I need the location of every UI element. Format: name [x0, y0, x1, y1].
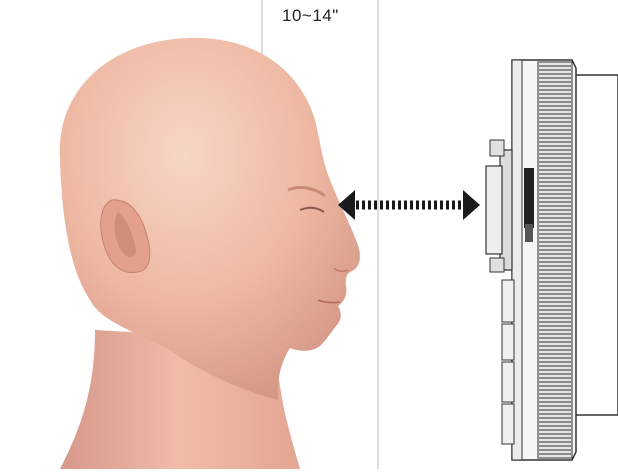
device-button — [502, 324, 514, 360]
double-headed-arrow-icon — [338, 190, 480, 220]
device-side-buttons — [502, 280, 514, 444]
device-button — [502, 362, 514, 402]
device-switch — [525, 224, 533, 242]
device-back-panel — [575, 75, 618, 415]
device-button — [502, 404, 514, 444]
arrow-head-right — [463, 190, 480, 220]
device-sensor-cap-bottom — [490, 258, 504, 272]
device-button — [502, 280, 514, 322]
device-sensor-front — [486, 166, 502, 254]
device-sensor-cap — [490, 140, 504, 156]
device-side-view-icon — [486, 60, 618, 460]
human-head-profile-icon — [60, 38, 360, 469]
device-label-strip — [524, 168, 534, 228]
distance-label: 10~14" — [282, 6, 339, 26]
